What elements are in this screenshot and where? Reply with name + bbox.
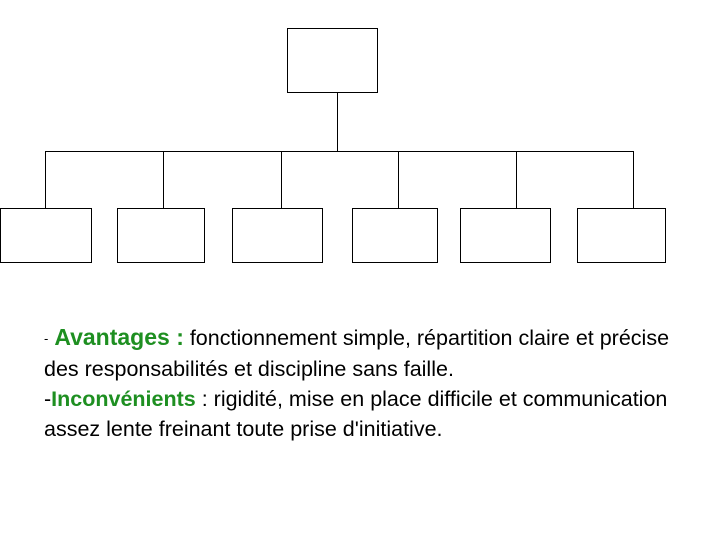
org-chart-child-node-5: [460, 208, 551, 263]
advantages-bullet: -: [44, 331, 49, 346]
drawbacks-keyword: Inconvénients: [51, 387, 196, 411]
connector-drop-6: [633, 151, 634, 208]
connector-drop-5: [516, 151, 517, 208]
org-chart-child-node-3: [232, 208, 323, 263]
drawbacks-paragraph: -Inconvénients : rigidité, mise en place…: [44, 384, 684, 444]
connector-drop-4: [398, 151, 399, 208]
org-chart-diagram: [0, 28, 666, 263]
org-chart-child-node-1: [0, 208, 92, 263]
connector-drop-3: [281, 151, 282, 208]
advantages-keyword: Avantages :: [54, 324, 184, 350]
org-chart-child-node-6: [577, 208, 666, 263]
explanatory-text-block: - Avantages : fonctionnement simple, rép…: [44, 322, 684, 444]
drawbacks-bullet: -: [44, 387, 52, 411]
connector-drop-2: [163, 151, 164, 208]
drawbacks-body: : rigidité, mise en place difficile et c…: [44, 387, 668, 441]
org-chart-root-node: [287, 28, 378, 93]
connector-drop-1: [45, 151, 46, 208]
connector-horizontal-bus: [45, 151, 634, 152]
org-chart-child-node-2: [117, 208, 205, 263]
advantages-paragraph: - Avantages : fonctionnement simple, rép…: [44, 322, 684, 384]
connector-root-stem: [337, 93, 338, 151]
org-chart-child-node-4: [352, 208, 438, 263]
advantages-body: fonctionnement simple, répartition clair…: [44, 326, 670, 381]
